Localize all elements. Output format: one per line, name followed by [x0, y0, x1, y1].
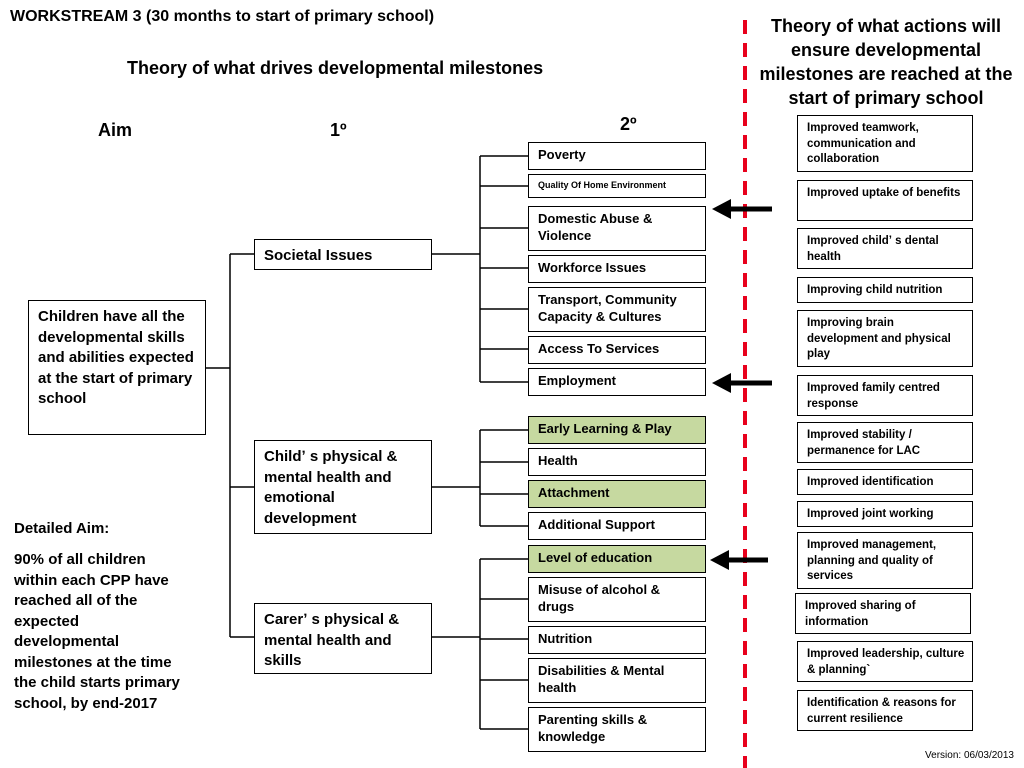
secondary-driver-education: Level of education: [528, 545, 706, 573]
secondary-driver-home-environment: Quality Of Home Environment: [528, 174, 706, 198]
action-identification: Improved identification: [797, 469, 973, 495]
action-management-planning: Improved management, planning and qualit…: [797, 532, 973, 589]
arrow-left-icon: [712, 373, 772, 393]
secondary-driver-additional-support: Additional Support: [528, 512, 706, 540]
secondary-driver-employment: Employment: [528, 368, 706, 396]
action-family-centred: Improved family centred response: [797, 375, 973, 416]
secondary-driver-domestic-abuse: Domestic Abuse & Violence: [528, 206, 706, 251]
primary-driver-child-health: Childʼ s physical & mental health and em…: [254, 440, 432, 534]
secondary-driver-health: Health: [528, 448, 706, 476]
action-teamwork: Improved teamwork, communication and col…: [797, 115, 973, 172]
detailed-aim-text: 90% of all children within each CPP have…: [14, 551, 180, 712]
primary-driver-carer-health: Carerʼ s physical & mental health and sk…: [254, 603, 432, 674]
aim-box: Children have all the developmental skil…: [28, 300, 206, 435]
secondary-driver-parenting: Parenting skills & knowledge: [528, 707, 706, 752]
action-brain-development: Improving brain development and physical…: [797, 310, 973, 367]
action-information-sharing: Improved sharing of information: [795, 593, 971, 634]
secondary-driver-workforce: Workforce Issues: [528, 255, 706, 283]
action-joint-working: Improved joint working: [797, 501, 973, 527]
secondary-driver-access-services: Access To Services: [528, 336, 706, 364]
action-benefits-uptake: Improved uptake of benefits: [797, 180, 973, 221]
action-stability-lac: Improved stability / permanence for LAC: [797, 422, 973, 463]
actions-title: Theory of what actions will ensure devel…: [759, 16, 1013, 108]
secondary-driver-poverty: Poverty: [528, 142, 706, 170]
arrow-left-icon: [710, 550, 768, 570]
action-leadership: Improved leadership, culture & planning`: [797, 641, 973, 682]
secondary-driver-alcohol-drugs: Misuse of alcohol & drugs: [528, 577, 706, 622]
secondary-driver-nutrition: Nutrition: [528, 626, 706, 654]
column-heading-aim: Aim: [98, 120, 133, 140]
arrow-left-icon: [712, 199, 772, 219]
workstream-title: WORKSTREAM 3 (30 months to start of prim…: [10, 8, 435, 25]
theory-title: Theory of what drives developmental mile…: [127, 58, 544, 78]
secondary-driver-transport: Transport, Community Capacity & Cultures: [528, 287, 706, 332]
primary-driver-societal: Societal Issues: [254, 239, 432, 270]
action-resilience: Identification & reasons for current res…: [797, 690, 973, 731]
action-child-nutrition: Improving child nutrition: [797, 277, 973, 303]
detailed-aim-label: Detailed Aim:: [14, 520, 110, 537]
column-heading-secondary: 2º: [620, 114, 637, 134]
action-dental-health: Improved childʼ s dental health: [797, 228, 973, 269]
secondary-driver-attachment: Attachment: [528, 480, 706, 508]
column-heading-primary: 1º: [330, 120, 347, 140]
version-label: Version: 06/03/2013: [925, 750, 1014, 761]
secondary-driver-disabilities: Disabilities & Mental health: [528, 658, 706, 703]
secondary-driver-early-learning: Early Learning & Play: [528, 416, 706, 444]
